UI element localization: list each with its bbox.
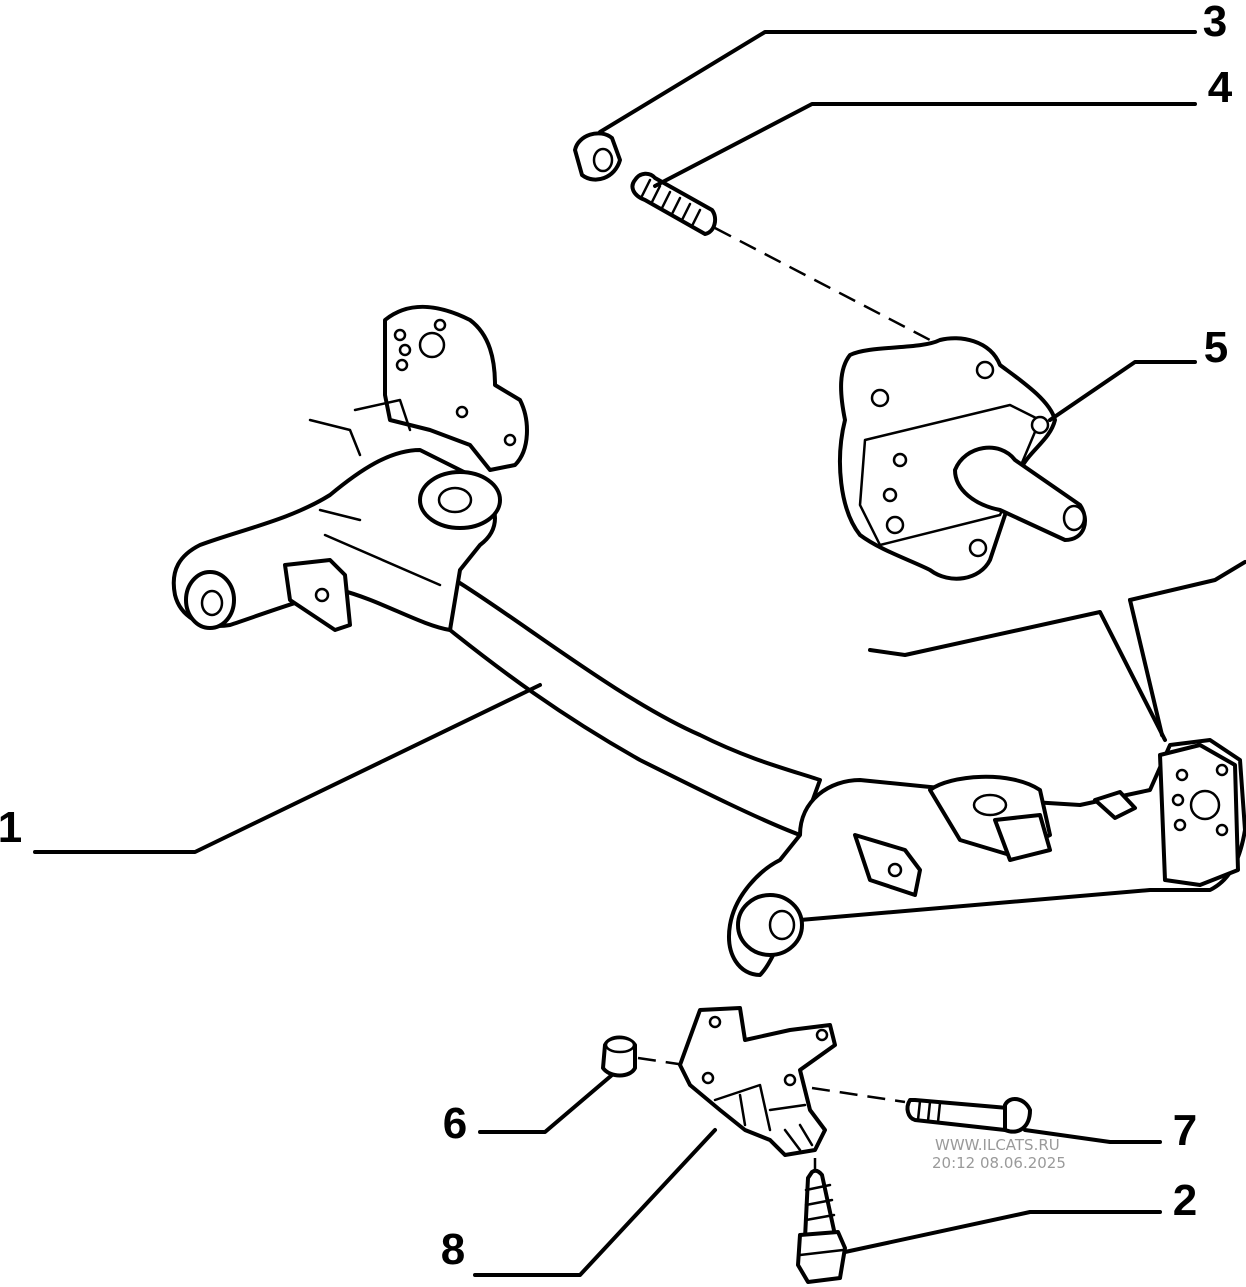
bracket-nut: [601, 1035, 637, 1078]
leader-lines: [33, 30, 1246, 1277]
callout-number-3: 3: [1203, 0, 1227, 46]
callout-number-2: 2: [1173, 1176, 1197, 1225]
wheel-stud: [630, 171, 718, 236]
leader-line-2: [843, 1210, 1162, 1254]
leader-line-axle-right-a: [868, 610, 1167, 742]
callout-number-7: 7: [1173, 1106, 1197, 1155]
callout-number-8: 8: [441, 1225, 465, 1274]
assembly-axis-nut: [637, 1056, 686, 1067]
leader-line-axle-right-b: [1128, 560, 1246, 602]
leader-line-6: [478, 1073, 614, 1134]
callout-number-5: 5: [1204, 323, 1228, 372]
callout-number-4: 4: [1208, 63, 1233, 112]
leader-line-axle-right-c: [1128, 598, 1164, 737]
leader-line-4: [653, 102, 1197, 188]
wheel-hub-spindle: [838, 336, 1087, 581]
mounting-bracket: [678, 1006, 837, 1157]
leader-line-5: [1048, 360, 1197, 422]
callout-number-1: 1: [0, 803, 22, 852]
leader-line-7: [1023, 1128, 1162, 1144]
bracket-bolt: [905, 1097, 1032, 1134]
rear-axle-beam: [171, 304, 1246, 977]
assembly-axis-bolt: [811, 1086, 906, 1104]
callout-number-6: 6: [443, 1099, 467, 1148]
mounting-screw: [796, 1168, 847, 1284]
leader-line-1: [33, 683, 542, 854]
leader-line-8: [473, 1128, 717, 1277]
watermark-site: WWW.ILCATS.RU: [935, 1136, 1060, 1154]
watermark-timestamp: 20:12 08.06.2025: [932, 1154, 1066, 1172]
axle-nut: [573, 131, 622, 182]
assembly-axis-upper: [714, 226, 931, 342]
leader-line-3: [598, 30, 1197, 134]
